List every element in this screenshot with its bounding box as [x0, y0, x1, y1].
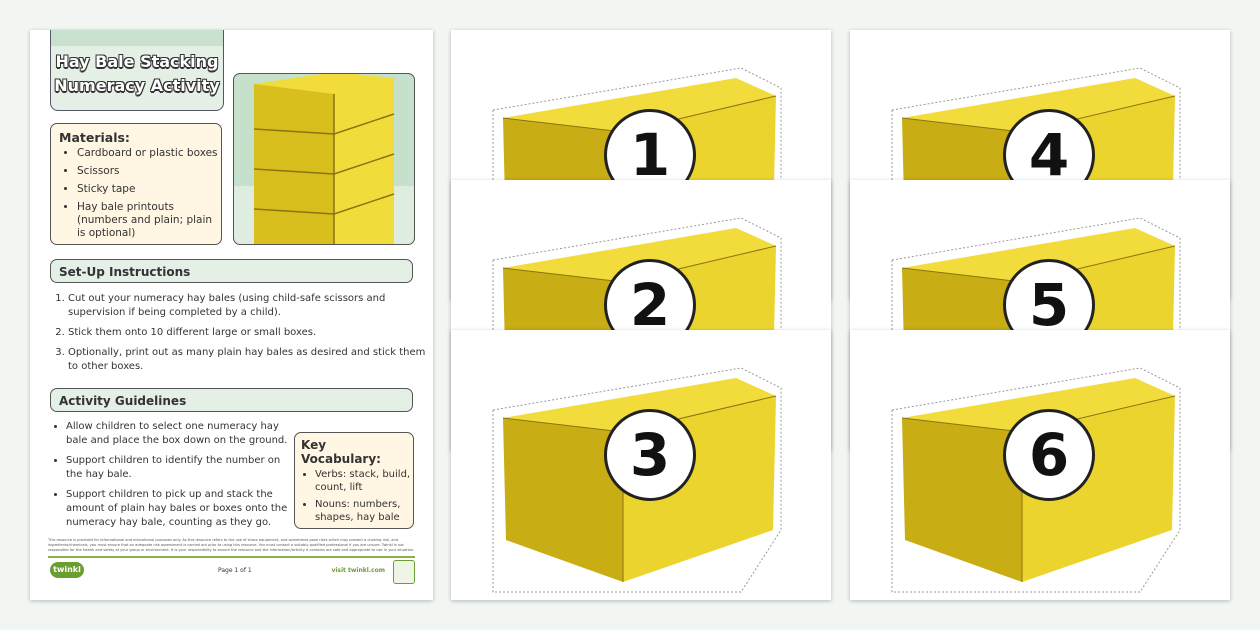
guidelines-list: Allow children to select one numeracy ha…: [50, 420, 296, 536]
list-item: Hay bale printouts (numbers and plain; p…: [77, 201, 221, 240]
title-line-1: Hay Bale Stacking: [55, 52, 219, 71]
hay-bale-card: 6: [850, 330, 1230, 600]
list-item: Optionally, print out as many plain hay …: [68, 346, 433, 374]
setup-steps: Cut out your numeracy hay bales (using c…: [50, 292, 433, 380]
list-item: Cut out your numeracy hay bales (using c…: [68, 292, 433, 320]
quality-badge-icon: [393, 560, 415, 584]
website-link[interactable]: visit twinkl.com: [331, 567, 385, 574]
list-item: Sticky tape: [77, 183, 221, 196]
list-item: Nouns: numbers, shapes, hay bale: [315, 498, 413, 524]
materials-box: Materials: Cardboard or plastic boxes Sc…: [50, 123, 222, 245]
vocabulary-box: Key Vocabulary: Verbs: stack, build, cou…: [294, 432, 414, 529]
guidelines-heading: Activity Guidelines: [50, 388, 413, 412]
list-item: Scissors: [77, 165, 221, 178]
materials-heading: Materials:: [59, 130, 130, 145]
hay-bale-card: 3: [451, 330, 831, 600]
stacked-bales-image: [233, 73, 415, 245]
list-item: Allow children to select one numeracy ha…: [66, 420, 296, 448]
title-band: [51, 30, 223, 46]
list-item: Cardboard or plastic boxes: [77, 147, 221, 160]
vocabulary-heading: Key Vocabulary:: [301, 438, 381, 466]
setup-heading: Set-Up Instructions: [50, 259, 413, 283]
list-item: Stick them onto 10 different large or sm…: [68, 326, 433, 340]
card-number: 6: [1003, 409, 1095, 501]
disclaimer: This resource is provided for informatio…: [48, 538, 415, 552]
list-item: Support children to identify the number …: [66, 454, 296, 482]
list-item: Verbs: stack, build, count, lift: [315, 468, 413, 494]
twinkl-logo: twinkl: [50, 562, 84, 578]
page-number: Page 1 of 1: [218, 567, 252, 574]
card-number: 3: [604, 409, 696, 501]
list-item: Support children to pick up and stack th…: [66, 488, 296, 530]
hay-stack-illustration: [253, 74, 395, 244]
title-line-2: Numeracy Activity: [54, 76, 220, 95]
footer-divider: [48, 556, 415, 558]
